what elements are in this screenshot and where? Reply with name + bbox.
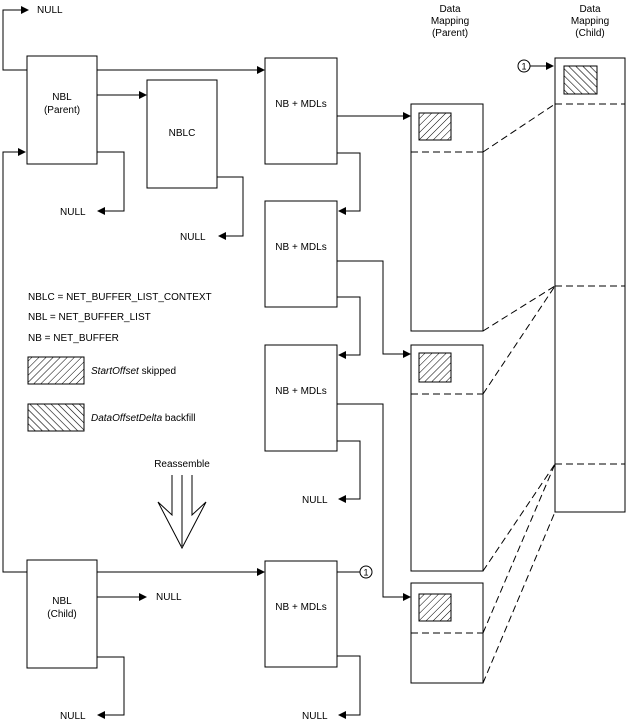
null-label-child-bottom: NULL — [60, 711, 86, 722]
parent-header-line1: Data — [439, 4, 461, 15]
null-label-parent: NULL — [60, 207, 86, 218]
legend-start-offset-swatch — [27, 356, 85, 385]
start-offset-hatch-1 — [418, 112, 452, 141]
marker-circle-nb4 — [359, 565, 373, 579]
parent-header-line2: Mapping — [431, 16, 469, 27]
nb-mdls-label-4: NB + MDLs — [275, 602, 326, 613]
legend-data-offset: DataOffsetDelta backfill — [91, 413, 196, 424]
start-offset-hatch-2 — [418, 352, 452, 383]
legend-data-offset-rest: backfill — [162, 413, 195, 424]
null-label-nb4: NULL — [302, 711, 328, 722]
parent-buffer-2 — [410, 344, 484, 572]
legend-nblc: NBLC = NET_BUFFER_LIST_CONTEXT — [28, 292, 212, 303]
nblc-label: NBLC — [169, 128, 196, 139]
nbl-parent-label-line2: (Parent) — [44, 105, 80, 116]
parent-buffer-1 — [410, 103, 484, 332]
arrow-nb3-to-null — [337, 440, 361, 503]
child-header-line2: Mapping — [571, 16, 609, 27]
child-header-line3: (Child) — [575, 28, 604, 39]
mapping-line-2 — [482, 285, 556, 332]
legend-start-offset-rest: skipped — [139, 366, 176, 377]
marker-label-nb4: 1 — [363, 568, 368, 578]
mapping-line-6 — [482, 511, 556, 684]
mapping-line-3 — [482, 285, 556, 395]
child-buffer — [554, 57, 626, 513]
nbl-child-box — [26, 559, 98, 669]
null-label-child-right: NULL — [156, 592, 182, 603]
connector-parent-to-top-null — [2, 6, 29, 71]
arrow-nb2-to-buffer2 — [337, 260, 411, 358]
arrow-nblc-to-null — [217, 176, 244, 240]
arrow-nb2-to-nb3 — [337, 296, 361, 359]
nb-mdls-box-1 — [264, 57, 338, 165]
arrow-nb1-to-nb2 — [337, 152, 361, 215]
mapping-line-5 — [482, 463, 556, 634]
legend-start-offset-italic: StartOffset — [91, 366, 140, 377]
child-mapping-header: Data Mapping (Child) — [571, 4, 609, 39]
null-label-nblc: NULL — [180, 232, 206, 243]
reassemble-label: Reassemble — [154, 459, 210, 470]
nbl-child-label-line1: NBL — [52, 596, 72, 607]
legend-data-offset-swatch — [27, 403, 85, 432]
nb-mdls-box-4 — [264, 560, 338, 668]
legend-nb: NB = NET_BUFFER — [28, 333, 119, 344]
nb-mdls-box-2 — [264, 200, 338, 308]
arrow-nb3-to-buffer3 — [337, 403, 411, 601]
mapping-line-1 — [482, 103, 556, 153]
nbl-parent-box — [26, 55, 98, 165]
reassemble-arrow-icon — [157, 475, 207, 550]
mapping-line-4 — [482, 463, 556, 572]
parent-mapping-header: Data Mapping (Parent) — [431, 4, 469, 39]
nblc-box — [146, 79, 218, 189]
marker-label-child: 1 — [521, 62, 526, 72]
connector-child-to-parent — [2, 148, 27, 573]
data-offset-backfill-hatch — [563, 65, 598, 95]
legend-data-offset-italic: DataOffsetDelta — [91, 413, 163, 424]
nb-mdls-label-1: NB + MDLs — [275, 99, 326, 110]
arrow-nb4-to-null — [337, 655, 361, 719]
start-offset-hatch-3 — [418, 593, 452, 622]
legend-start-offset: StartOffset skipped — [91, 366, 176, 377]
arrow-child-to-null-bottom — [97, 656, 125, 719]
nbl-child-label-line2: (Child) — [47, 609, 76, 620]
null-label-top: NULL — [37, 5, 63, 16]
legend-nbl: NBL = NET_BUFFER_LIST — [28, 312, 151, 323]
arrow-parent-to-null — [97, 151, 125, 215]
parent-header-line3: (Parent) — [432, 28, 468, 39]
nb-mdls-label-3: NB + MDLs — [275, 386, 326, 397]
nbl-parent-label-line1: NBL — [52, 92, 72, 103]
nb-mdls-label-2: NB + MDLs — [275, 242, 326, 253]
nb-mdls-box-3 — [264, 344, 338, 452]
null-label-nb3: NULL — [302, 495, 328, 506]
child-header-line1: Data — [579, 4, 601, 15]
